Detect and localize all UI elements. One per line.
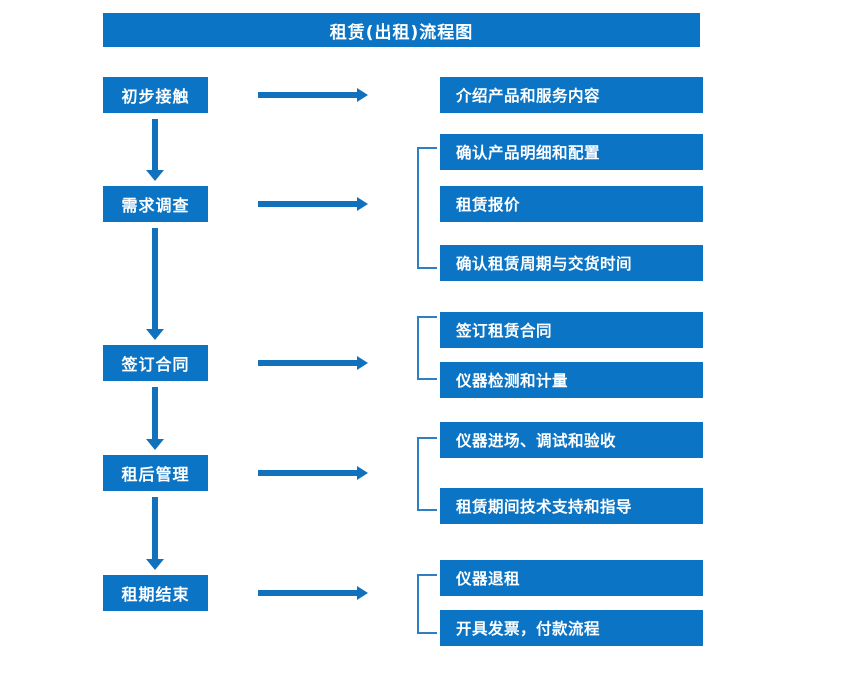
flow-arrow-down-1: [146, 119, 164, 181]
stage-box-3[interactable]: 签订合同: [103, 345, 208, 381]
stage-box-1[interactable]: 初步接触: [103, 77, 208, 113]
link-arrow-right-5: [258, 586, 368, 600]
flow-arrow-down-2: [146, 228, 164, 340]
detail-box-4[interactable]: 确认租赁周期与交货时间: [440, 245, 703, 281]
detail-box-10[interactable]: 开具发票，付款流程: [440, 610, 703, 646]
detail-box-7[interactable]: 仪器进场、调试和验收: [440, 422, 703, 458]
group-bracket-4: [417, 574, 437, 634]
group-bracket-3: [417, 437, 437, 511]
flow-arrow-down-4: [146, 497, 164, 570]
detail-box-3[interactable]: 租赁报价: [440, 186, 703, 222]
stage-box-2[interactable]: 需求调查: [103, 186, 208, 222]
group-bracket-1: [417, 147, 437, 269]
flow-arrow-down-3: [146, 387, 164, 450]
link-arrow-right-1: [258, 88, 368, 102]
stage-box-5[interactable]: 租期结束: [103, 575, 208, 611]
detail-box-8[interactable]: 租赁期间技术支持和指导: [440, 488, 703, 524]
stage-box-4[interactable]: 租后管理: [103, 455, 208, 491]
detail-box-1[interactable]: 介绍产品和服务内容: [440, 77, 703, 113]
diagram-title: 租赁(出租)流程图: [103, 13, 700, 47]
detail-box-9[interactable]: 仪器退租: [440, 560, 703, 596]
group-bracket-2: [417, 316, 437, 380]
detail-box-6[interactable]: 仪器检测和计量: [440, 362, 703, 398]
link-arrow-right-3: [258, 356, 368, 370]
detail-box-5[interactable]: 签订租赁合同: [440, 312, 703, 348]
link-arrow-right-4: [258, 466, 368, 480]
detail-box-2[interactable]: 确认产品明细和配置: [440, 134, 703, 170]
link-arrow-right-2: [258, 197, 368, 211]
